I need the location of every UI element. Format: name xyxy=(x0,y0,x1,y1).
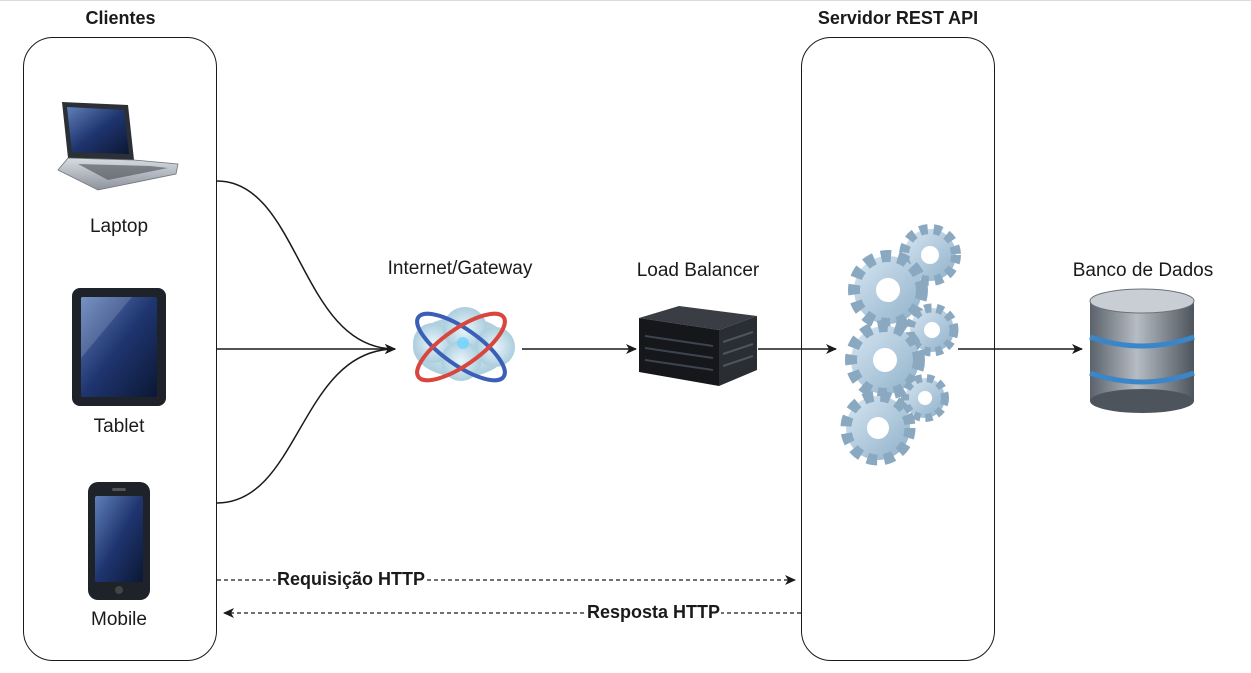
mobile-icon xyxy=(88,482,150,600)
gears-icon xyxy=(840,224,961,466)
database-label: Banco de Dados xyxy=(1072,260,1214,281)
clients-title: Clientes xyxy=(85,8,156,28)
laptop-icon xyxy=(57,102,179,191)
laptop-label: Laptop xyxy=(89,216,149,237)
connector-laptop-internet xyxy=(216,180,396,354)
load-balancer-label: Load Balancer xyxy=(636,260,760,281)
database-icon xyxy=(1089,288,1195,413)
connector-mobile-internet xyxy=(216,344,396,504)
mobile-label: Mobile xyxy=(91,609,147,630)
server-title: Servidor REST API xyxy=(817,8,979,28)
response-label: Resposta HTTP xyxy=(586,602,722,623)
cloud-network-icon xyxy=(413,307,515,383)
tablet-icon xyxy=(72,288,166,406)
request-label: Requisição HTTP xyxy=(276,569,427,590)
tablet-label: Tablet xyxy=(93,416,145,437)
server-rack-icon xyxy=(639,306,757,386)
top-border xyxy=(0,0,1251,1)
internet-label: Internet/Gateway xyxy=(387,258,533,279)
